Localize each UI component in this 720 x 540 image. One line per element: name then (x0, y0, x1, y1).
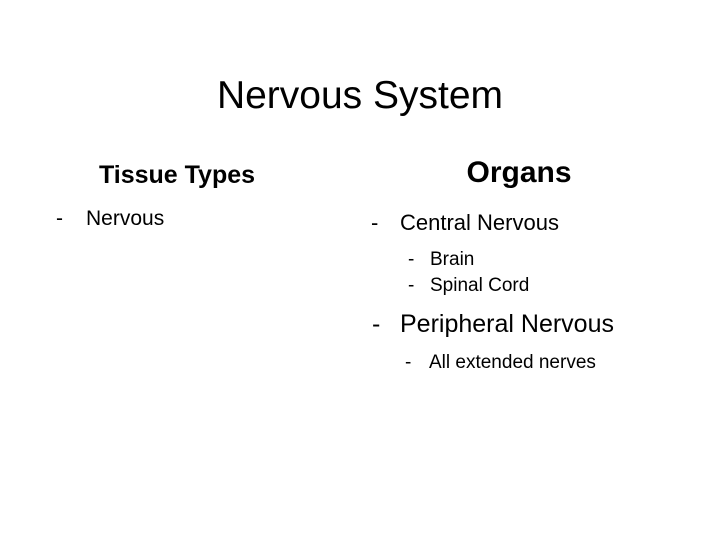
list-item-label: Peripheral Nervous (400, 310, 614, 338)
bullet-dash-icon: - (371, 210, 379, 235)
list-item-label: Nervous (86, 207, 165, 230)
bullet-list-organs: - Central Nervous - Brain - Spinal Cord … (355, 207, 705, 376)
list-item: - Peripheral Nervous (355, 307, 705, 341)
list-item: - Spinal Cord (355, 273, 705, 299)
bullet-dash-icon: - (372, 310, 381, 338)
page-title: Nervous System (216, 74, 504, 117)
bullet-list-tissue-types: - Nervous (36, 204, 356, 234)
list-item-label: All extended nerves (429, 352, 596, 373)
list-item-label: Brain (430, 249, 475, 270)
column-heading-organs: Organs (466, 156, 572, 189)
bullet-dash-icon: - (408, 249, 415, 270)
list-item-label: Spinal Cord (430, 275, 530, 296)
list-item: - Nervous (36, 204, 356, 234)
list-item: - All extended nerves (355, 350, 705, 376)
column-heading-tissue-types: Tissue Types (98, 161, 256, 189)
list-item: - Central Nervous (355, 207, 705, 238)
bullet-dash-icon: - (408, 275, 415, 296)
bullet-dash-icon: - (405, 352, 412, 373)
list-item: - Brain (355, 247, 705, 273)
bullet-dash-icon: - (56, 207, 63, 230)
column-tissue-types: Tissue Types - Nervous (36, 160, 356, 234)
list-item-label: Central Nervous (400, 210, 559, 235)
column-organs: Organs - Central Nervous - Brain - Spina… (355, 155, 705, 376)
